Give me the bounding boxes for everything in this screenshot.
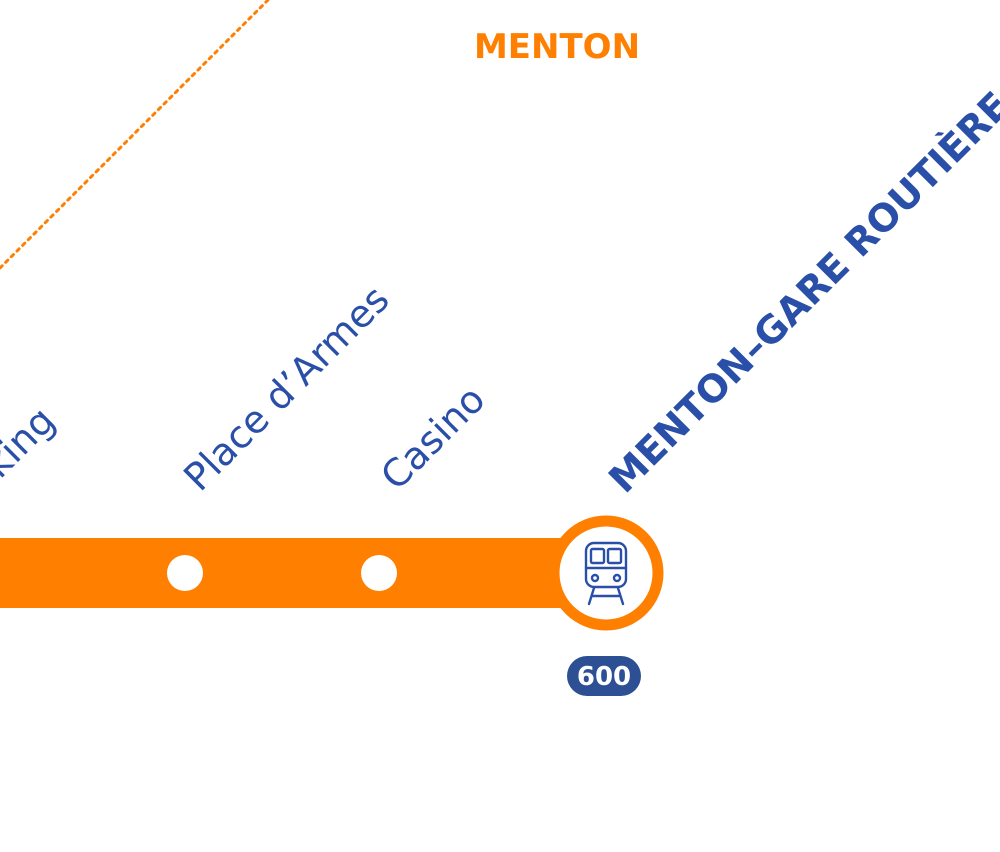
stop-dot-place-darmes[interactable] <box>167 555 203 591</box>
stop-label-place-darmes: Place d’Armes <box>175 277 397 499</box>
line-bar <box>0 538 610 608</box>
stop-dot-casino[interactable] <box>361 555 397 591</box>
stop-label-casino: Casino <box>372 377 493 498</box>
terminus-label: MENTON–GARE ROUTIÈRE <box>600 83 1000 501</box>
terminus-station[interactable] <box>548 515 664 631</box>
town-label: MENTON <box>474 27 640 67</box>
connection-badge[interactable] <box>567 656 641 696</box>
connection-badge-label: 600 <box>577 662 631 692</box>
train-icon <box>584 541 628 606</box>
dotted-connector-line <box>0 0 270 270</box>
stop-label-partial: king <box>0 398 63 486</box>
